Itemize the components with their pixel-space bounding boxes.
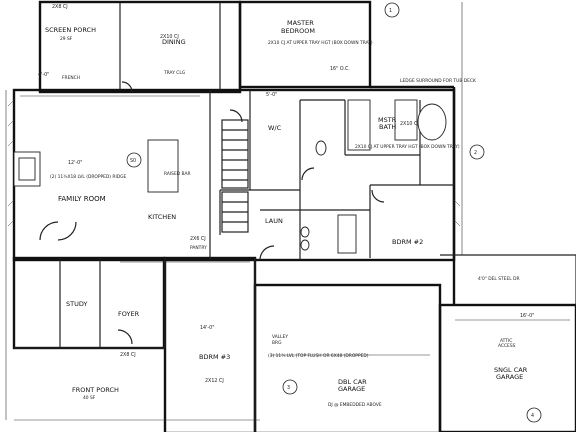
interior-walls [14, 2, 576, 432]
room-dbl-car: DBL CAR [338, 378, 367, 386]
note-garage-beam: (3) 11¾ LVL (TOP FLUSH OR 6X48 (DROPPED) [268, 353, 369, 359]
dim-7: 14'-0" [200, 325, 214, 331]
room-master-bedroom: MASTER [287, 19, 314, 27]
room-sngl-car-2: GARAGE [496, 373, 523, 381]
dimension-lines [5, 2, 570, 421]
room-bdrm3: BDRM #3 [199, 353, 230, 361]
dim-12: 2X10 CJ [400, 121, 419, 127]
dim-10: 5'-0" [266, 92, 277, 98]
dim-2: 16" O.C. [330, 66, 350, 72]
dim-11: 2X6 CJ [190, 236, 206, 242]
kitchen-island [147, 139, 179, 193]
room-family-room: FAMILY ROOM [58, 195, 106, 203]
doors [39, 81, 385, 345]
room-bdrm2: BDRM #2 [392, 238, 423, 246]
bath-fixtures [300, 99, 447, 254]
room-screen-porch-area: 29 SF [60, 36, 73, 42]
note-french: FRENCH [62, 75, 80, 81]
note-tray-clg: TRAY CLG [163, 70, 186, 76]
note-dj: DJ @ EMBEDDED ABOVE [328, 402, 382, 408]
section-marker-1 [126, 152, 142, 168]
room-screen-porch: SCREEN PORCH [45, 26, 96, 34]
room-wic: W/C [268, 124, 282, 132]
dim-6: 12'-0" [68, 160, 82, 166]
note-tray-master: 2X10 CJ AT UPPER TRAY HGT (BOX DOWN TRAY… [268, 40, 373, 46]
room-front-porch-area: 40 SF [83, 395, 96, 401]
note-raised-bar: RAISED BAR [164, 171, 191, 177]
marker-4: 4 [531, 413, 534, 419]
note-ledge: LEDGE SURROUND FOR TUB DECK [400, 78, 476, 84]
note-tray-bath: 2X10 CJ AT UPPER TRAY HGT (BOX DOWN TRAY… [355, 144, 460, 150]
room-laun: LAUN [265, 217, 283, 225]
room-study: STUDY [66, 300, 88, 308]
room-dining: DINING [162, 38, 186, 46]
marker-3: 3 [287, 385, 290, 391]
room-sngl-car: SNGL CAR [494, 366, 528, 374]
room-master-bedroom-2: BEDROOM [281, 27, 315, 35]
marker-s1: S0 [130, 158, 136, 164]
note-brg: BRG [272, 340, 282, 346]
room-dbl-car-2: GARAGE [338, 385, 365, 393]
exterior-walls [12, 0, 576, 432]
room-mstr-bath-2: BATH [379, 123, 396, 131]
dim-5: 2X8 CJ [120, 352, 136, 358]
room-attic: ATTIC [500, 338, 512, 344]
hatch-marks [7, 99, 461, 227]
dim-4: 2X12 CJ [205, 378, 224, 384]
stairs [221, 119, 249, 233]
note-steel-dr: 4'0" DEL STEEL DR [478, 276, 520, 282]
fireplace-box [18, 157, 36, 181]
dim-1: 2X8 CJ [52, 4, 68, 10]
note-family-beam: (2) 11¾X18 LVL (DROPPED) RIDGE [50, 174, 127, 180]
room-mstr-bath: MSTR [378, 116, 397, 124]
marker-1: 1 [389, 8, 392, 14]
room-pantry: PANTRY [190, 245, 207, 251]
room-foyer: FOYER [118, 310, 140, 318]
dim-8: 16'-0" [520, 313, 534, 319]
room-front-porch: FRONT PORCH [72, 386, 119, 394]
marker-2: 2 [474, 150, 477, 156]
room-kitchen: KITCHEN [148, 213, 176, 221]
dim-9: 4'-0" [38, 72, 49, 78]
room-attic-2: ACCESS [498, 343, 516, 349]
section-bubbles [282, 2, 542, 423]
dim-3: 2X10 CJ [160, 34, 179, 40]
note-valley: VALLEY [272, 334, 288, 340]
